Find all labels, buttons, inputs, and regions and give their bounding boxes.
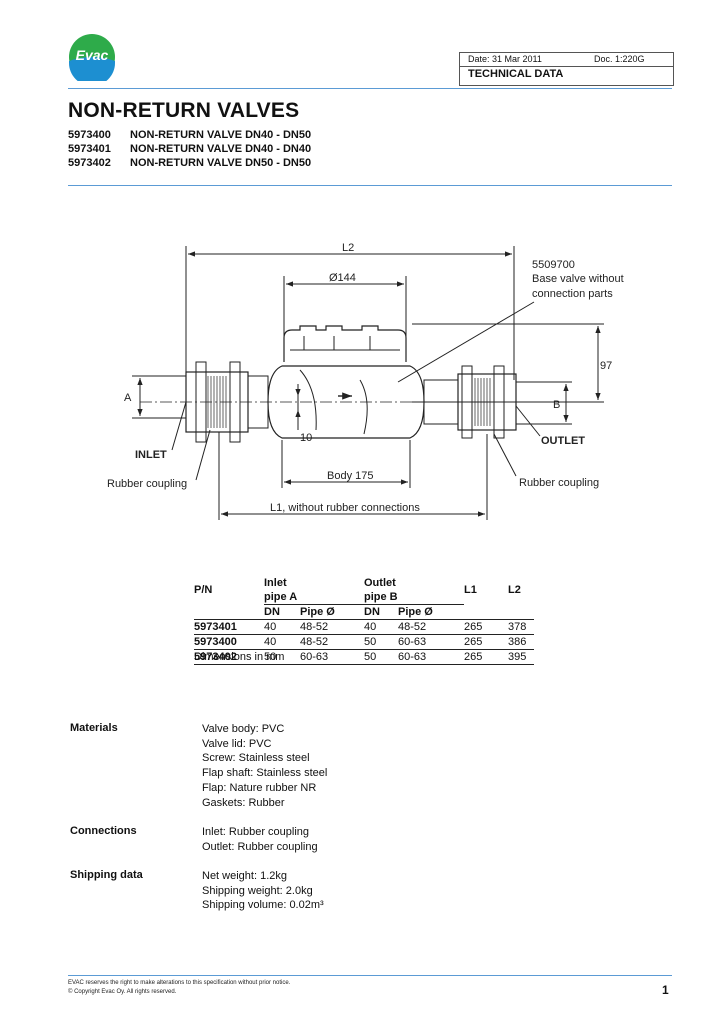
shipping-list: Net weight: 1.2kg Shipping weight: 2.0kg… xyxy=(202,869,324,913)
dim-97: 97 xyxy=(600,360,612,372)
page-number: 1 xyxy=(662,983,669,997)
materials-list: Valve body: PVC Valve lid: PVC Screw: St… xyxy=(202,722,327,810)
list-item: Net weight: 1.2kg xyxy=(202,870,287,882)
footer-rule xyxy=(68,975,672,976)
base-valve-line2: connection parts xyxy=(532,288,613,300)
inlet-label: INLET xyxy=(135,449,167,461)
dim-dia144: Ø144 xyxy=(329,272,356,284)
list-item: Gaskets: Rubber xyxy=(202,796,285,809)
dim-body: Body 175 xyxy=(327,470,373,482)
list-item: Valve lid: PVC xyxy=(202,737,272,750)
doc-date: Date: 31 Mar 2011 xyxy=(468,54,542,64)
evac-logo: Evac xyxy=(69,34,115,81)
table-header-row: P/N Inlet pipe A Outlet pipe B L1 L2 xyxy=(194,577,521,603)
valve-drawing: L2 Ø144 5509700 Base valve without conne… xyxy=(107,242,624,520)
title-rule xyxy=(68,185,672,186)
header-rule xyxy=(68,88,672,89)
dim-b: B xyxy=(553,399,560,411)
materials-label: Materials xyxy=(70,722,118,734)
shipping-label: Shipping data xyxy=(70,869,143,881)
dim-l2: L2 xyxy=(342,242,354,254)
section-title: TECHNICAL DATA xyxy=(468,68,564,80)
footer-line1: EVAC reserves the right to make alterati… xyxy=(68,980,291,986)
base-valve-line1: Base valve without xyxy=(532,273,624,285)
list-item: Shipping volume: 0.02m³ xyxy=(202,899,324,912)
base-valve-code: 5509700 xyxy=(532,259,575,271)
list-item: Valve body: PVC xyxy=(202,723,285,735)
footer-text: EVAC reserves the right to make alterati… xyxy=(68,979,290,997)
connections-label: Connections xyxy=(70,825,137,837)
dimensions-note: Dimensions in mm xyxy=(194,651,285,663)
dim-a: A xyxy=(124,392,132,404)
list-item: Outlet: Rubber coupling xyxy=(202,840,318,853)
logo-text: Evac xyxy=(76,47,109,63)
dim-l1: L1, without rubber connections xyxy=(270,502,420,514)
list-item: Shipping weight: 2.0kg xyxy=(202,884,313,897)
rubber-coupling-right: Rubber coupling xyxy=(519,477,599,489)
list-item: Screw: Stainless steel xyxy=(202,752,310,765)
rubber-coupling-left: Rubber coupling xyxy=(107,478,187,490)
doc-number: Doc. 1:220G xyxy=(594,54,645,64)
outlet-label: OUTLET xyxy=(541,435,585,447)
page-title: NON-RETURN VALVES xyxy=(68,99,300,122)
footer-line2: © Copyright Evac Oy. All rights reserved… xyxy=(68,989,177,995)
connections-list: Inlet: Rubber coupling Outlet: Rubber co… xyxy=(202,825,318,854)
list-item: Flap shaft: Stainless steel xyxy=(202,767,328,780)
list-item: Flap: Nature rubber NR xyxy=(202,781,317,794)
list-item: Inlet: Rubber coupling xyxy=(202,826,310,838)
header-box: Date: 31 Mar 2011 Doc. 1:220G TECHNICAL … xyxy=(459,52,674,86)
dim-10: 10 xyxy=(300,432,312,444)
